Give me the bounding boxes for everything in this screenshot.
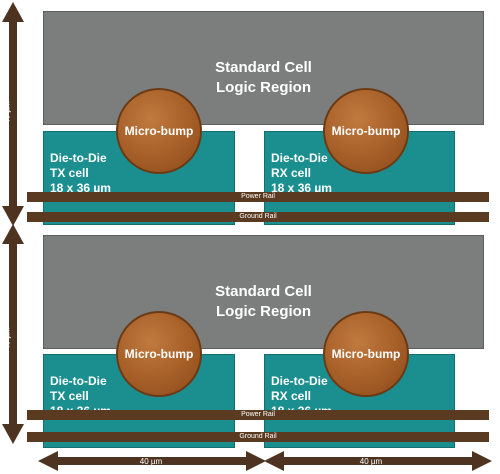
power-rail-label: Power Rail: [241, 411, 275, 418]
micro-bump-label: Micro-bump: [124, 124, 194, 138]
width-arrow-right: [264, 451, 492, 471]
logic-region-title-line2: Logic Region: [216, 303, 311, 320]
micro-bump-label: Micro-bump: [331, 124, 401, 138]
tx-cell-line1: Die-to-Die: [50, 374, 107, 388]
ground-rail-label: Ground Rail: [239, 213, 277, 220]
rx-cell-line1: Die-to-Die: [271, 151, 328, 165]
micro-bump-top-right: Micro-bump: [323, 88, 409, 174]
logic-region-title-line2: Logic Region: [216, 79, 311, 96]
width-arrow-left: [38, 451, 266, 471]
ground-rail-top: Ground Rail: [27, 212, 489, 222]
logic-region-bottom: Standard Cell Logic Region: [43, 235, 484, 349]
power-rail-top: Power Rail: [27, 192, 489, 202]
width-label-left: 40 µm: [139, 457, 163, 466]
micro-bump-bottom-left: Micro-bump: [116, 311, 202, 397]
rx-cell-line1: Die-to-Die: [271, 374, 328, 388]
width-label-right: 40 µm: [359, 457, 383, 466]
height-arrow-bottom: [2, 224, 24, 444]
logic-region-top: Standard Cell Logic Region: [43, 11, 484, 125]
tx-cell-line2: TX cell: [50, 389, 89, 403]
micro-bump-label: Micro-bump: [124, 347, 194, 361]
tx-cell-line3: 18 x 36 µm: [50, 181, 111, 195]
rx-cell-line2: RX cell: [271, 389, 312, 403]
rx-cell-line2: RX cell: [271, 166, 312, 180]
micro-bump-bottom-right: Micro-bump: [323, 311, 409, 397]
logic-region-title-line1: Standard Cell: [215, 283, 312, 300]
micro-bump-top-left: Micro-bump: [116, 88, 202, 174]
tx-cell-line1: Die-to-Die: [50, 151, 107, 165]
ground-rail-bottom: Ground Rail: [27, 432, 489, 442]
rx-cell-line3: 18 x 36 µm: [271, 181, 332, 195]
micro-bump-label: Micro-bump: [331, 347, 401, 361]
height-label-top: 40 µm: [2, 101, 12, 124]
height-label-bottom: 40 µm: [2, 327, 12, 350]
ground-rail-label: Ground Rail: [239, 433, 277, 440]
logic-region-title-line1: Standard Cell: [215, 59, 312, 76]
power-rail-bottom: Power Rail: [27, 410, 489, 420]
power-rail-label: Power Rail: [241, 193, 275, 200]
tx-cell-line2: TX cell: [50, 166, 89, 180]
height-arrow-top: [2, 2, 24, 226]
